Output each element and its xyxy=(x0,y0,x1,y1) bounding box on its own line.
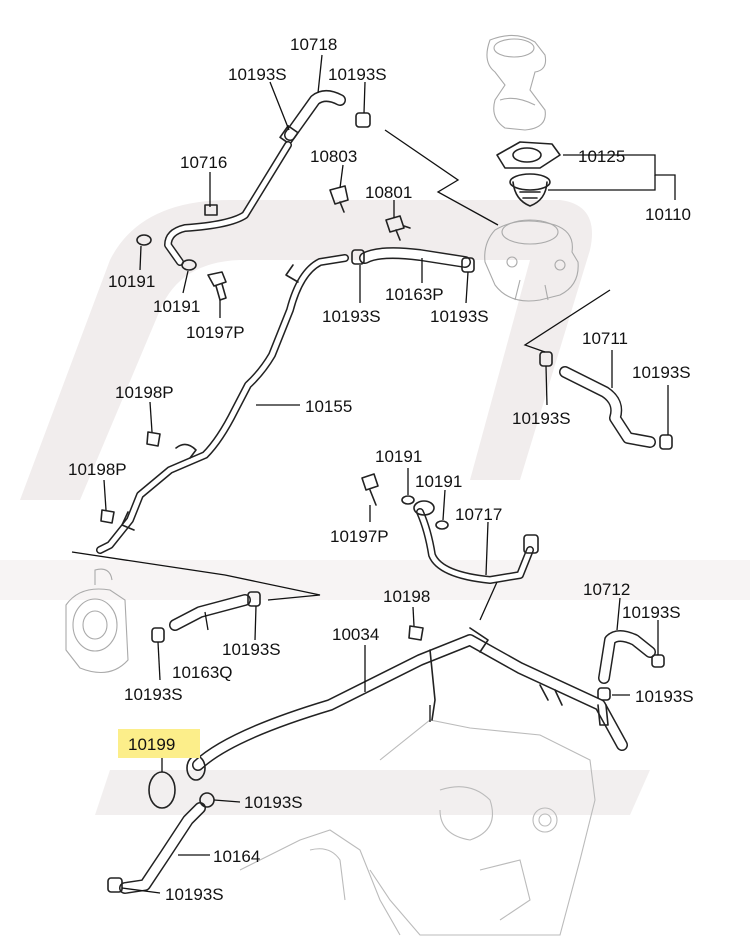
label-10155: 10155 xyxy=(305,397,352,416)
pipe-10034 xyxy=(186,627,628,781)
label-10198p-b: 10198P xyxy=(68,460,127,479)
label-10199: 10199 xyxy=(128,735,175,754)
label-10193s-d: 10193S xyxy=(430,307,489,326)
label-10717: 10717 xyxy=(455,505,502,524)
label-10163q: 10163Q xyxy=(172,663,233,682)
bolt-10197p-b xyxy=(361,473,379,506)
label-10191-b: 10191 xyxy=(153,297,200,316)
label-10193s-b: 10193S xyxy=(328,65,387,84)
gasket xyxy=(496,141,561,169)
label-10193s-i: 10193S xyxy=(124,685,183,704)
bolt-10198p-a xyxy=(146,431,161,447)
hose-10711 xyxy=(539,351,673,450)
label-10191-c: 10191 xyxy=(375,447,422,466)
label-10718: 10718 xyxy=(290,35,337,54)
hose-10718 xyxy=(284,90,346,141)
thermostat-housing xyxy=(486,34,547,131)
label-10198: 10198 xyxy=(383,587,430,606)
bolt-10197p-a xyxy=(207,271,227,301)
label-10034: 10034 xyxy=(332,625,379,644)
label-10191-a: 10191 xyxy=(108,272,155,291)
clamp-top-left xyxy=(279,125,299,145)
label-10711: 10711 xyxy=(582,329,628,348)
label-10716: 10716 xyxy=(180,153,227,172)
washer-10191-d xyxy=(435,520,449,530)
label-10193s-h: 10193S xyxy=(222,640,281,659)
label-10164: 10164 xyxy=(213,847,260,866)
label-10193s-e: 10193S xyxy=(632,363,691,382)
washer-10191-c xyxy=(401,495,415,505)
label-10193s-l: 10193S xyxy=(165,885,224,904)
engine-block xyxy=(239,719,596,936)
water-pump xyxy=(484,219,579,302)
thermostat xyxy=(509,173,551,207)
clamp-top-right xyxy=(355,112,371,128)
label-10803: 10803 xyxy=(310,147,357,166)
washer-10191-b xyxy=(181,259,197,271)
connection-lines xyxy=(71,129,611,722)
sensor-10801 xyxy=(385,215,411,241)
label-10712: 10712 xyxy=(583,580,630,599)
label-10125: 10125 xyxy=(578,147,625,166)
label-10193s-k: 10193S xyxy=(244,793,303,812)
hose-10163q xyxy=(151,591,261,643)
washer-10191-a xyxy=(136,234,152,246)
bolt-10198p-b xyxy=(100,509,115,524)
pipe-10716 xyxy=(164,141,292,266)
pipe-10155 xyxy=(96,254,349,554)
highlight-box xyxy=(118,729,200,758)
label-10198p-a: 10198P xyxy=(115,383,174,402)
leader-lines xyxy=(103,54,676,894)
label-10197p-a: 10197P xyxy=(186,323,245,342)
label-10193s-a: 10193S xyxy=(228,65,287,84)
label-10163p: 10163P xyxy=(385,285,444,304)
label-10197p-b: 10197P xyxy=(330,527,389,546)
hose-10163p xyxy=(351,247,475,273)
label-10193s-g: 10193S xyxy=(622,603,681,622)
part-labels: 10718 10193S 10193S 10716 10803 10801 10… xyxy=(68,35,694,904)
label-10193s-f: 10193S xyxy=(512,409,571,428)
oil-cooler xyxy=(65,568,129,674)
watermark xyxy=(0,200,750,815)
label-10193s-j: 10193S xyxy=(635,687,694,706)
label-10110: 10110 xyxy=(645,205,691,224)
label-10193s-c: 10193S xyxy=(322,307,381,326)
pipe-10717 xyxy=(413,500,539,584)
label-10191-d: 10191 xyxy=(415,472,462,491)
bolt-10198 xyxy=(408,625,424,641)
label-10801: 10801 xyxy=(365,183,412,202)
